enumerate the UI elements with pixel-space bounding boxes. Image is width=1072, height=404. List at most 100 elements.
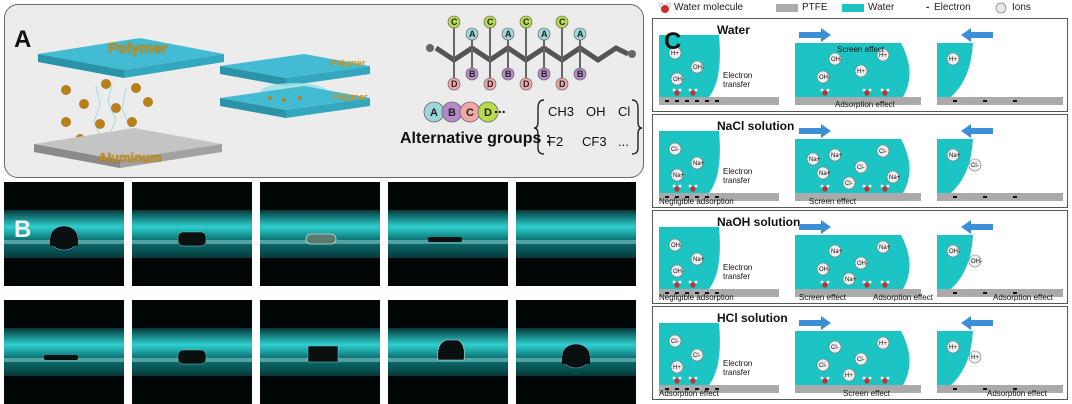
- arrow-right-icon: [799, 28, 831, 42]
- annotation: Adsorption effect: [993, 293, 1053, 302]
- panel-c-legend: Water molecule PTFE Water - Electron Ion…: [650, 0, 1072, 16]
- ion-label: Cl-: [831, 345, 839, 351]
- chain-group-d: [555, 77, 569, 91]
- annotation: Electron transfer: [723, 263, 753, 281]
- arrow-left-icon: [961, 28, 993, 42]
- aluminum-plate: [34, 128, 222, 160]
- bottom-frame: [516, 300, 636, 404]
- ion: OH-: [690, 60, 704, 74]
- ion: H+: [842, 368, 856, 382]
- electron-mark: [1013, 388, 1017, 390]
- chain-group-label: D: [559, 79, 566, 89]
- water-body: [937, 331, 973, 385]
- ion-label: Na+: [845, 277, 857, 283]
- water-body: [659, 323, 720, 385]
- chain-group-label: C: [559, 17, 566, 27]
- arrow-left-icon: [961, 316, 993, 330]
- electron-mark: [675, 196, 679, 198]
- ion: H+: [968, 350, 982, 364]
- panel-c-letter: C: [664, 28, 682, 55]
- ion-label: OH-: [831, 57, 842, 63]
- ion: OH-: [816, 262, 830, 276]
- legend-water: Water: [868, 2, 895, 13]
- ion: H+: [854, 64, 868, 78]
- group-cl: Cl: [618, 104, 631, 119]
- chain-group-c: [483, 15, 497, 29]
- ion: Cl-: [842, 176, 856, 190]
- ion: Cl-: [828, 340, 842, 354]
- ion-label: Na+: [693, 257, 705, 263]
- chain-group-label: A: [505, 29, 512, 39]
- top-frame: [516, 182, 636, 286]
- legend-electron: Electron: [934, 2, 971, 13]
- chain-group-c: [519, 15, 533, 29]
- electron-mark: [1013, 196, 1017, 198]
- ion-label: H+: [971, 355, 979, 361]
- water-molecule-icon: [820, 184, 830, 192]
- ion-label: H+: [949, 345, 957, 351]
- electron-symbol: -: [926, 2, 930, 13]
- ion: OH-: [668, 238, 682, 252]
- top-frame: [132, 182, 252, 286]
- electron-mark: [665, 196, 669, 198]
- droplet: [428, 237, 462, 242]
- legend-water-molecule: Water molecule: [674, 2, 744, 13]
- water-molecule-icon: [820, 280, 830, 288]
- electron-mark: [695, 100, 699, 102]
- ion-label: Na+: [693, 161, 705, 167]
- electron-mark: [705, 100, 709, 102]
- arrow-right-icon: [799, 316, 831, 330]
- water-molecule-icon: [880, 376, 890, 384]
- chain-group-b: [573, 67, 587, 81]
- subpanel-title: Water: [717, 23, 750, 37]
- ion: OH-: [670, 264, 684, 278]
- ion-label: H+: [845, 373, 853, 379]
- electron-mark: [705, 196, 709, 198]
- ion-label: Cl-: [857, 165, 865, 171]
- electron-mark: [983, 388, 987, 390]
- right-brace: [631, 99, 643, 155]
- arrow-right-icon: [799, 124, 831, 138]
- chain-group-label: D: [451, 79, 458, 89]
- electron-mark: [715, 196, 719, 198]
- ion: Na+: [816, 166, 831, 180]
- top-frame: [260, 182, 380, 286]
- electron-mark: [953, 292, 957, 294]
- ion: Cl-: [668, 142, 682, 156]
- ion: Na+: [828, 148, 843, 162]
- chain-group-label: B: [505, 69, 512, 79]
- ion: Cl-: [690, 348, 704, 362]
- chain-group-d: [483, 77, 497, 91]
- chain-group-c: [447, 15, 461, 29]
- ion: Na+: [806, 152, 821, 166]
- electron-mark: [1013, 292, 1017, 294]
- chain-group-label: A: [541, 29, 548, 39]
- annotation: Screen effect: [843, 389, 890, 398]
- ion-label: Cl-: [671, 339, 679, 345]
- legend-circle-a: A: [430, 107, 438, 119]
- water-molecule-icon: [880, 88, 890, 96]
- ptfe-bar: [937, 193, 1063, 201]
- group-legend-circles: A B C D: [423, 101, 499, 123]
- electron-mark: [685, 292, 689, 294]
- subpanel-title: NaCl solution: [717, 119, 795, 133]
- annotation: Adsorption effect: [873, 293, 933, 302]
- ion: OH-: [946, 244, 960, 258]
- subpanel-title: HCl solution: [717, 311, 788, 325]
- ion-label: Cl-: [819, 363, 827, 369]
- ion: H+: [670, 360, 684, 374]
- ion: OH-: [854, 256, 868, 270]
- legend-circle-c: C: [466, 107, 474, 119]
- group-more: ...: [618, 134, 629, 149]
- droplet: [437, 339, 465, 361]
- ion-label: Cl-: [879, 149, 887, 155]
- chain-group-label: B: [577, 69, 584, 79]
- panel-b-letter: B: [14, 216, 32, 243]
- ion-label: Na+: [831, 249, 843, 255]
- top-frame: [4, 182, 124, 286]
- ion: OH-: [828, 52, 842, 66]
